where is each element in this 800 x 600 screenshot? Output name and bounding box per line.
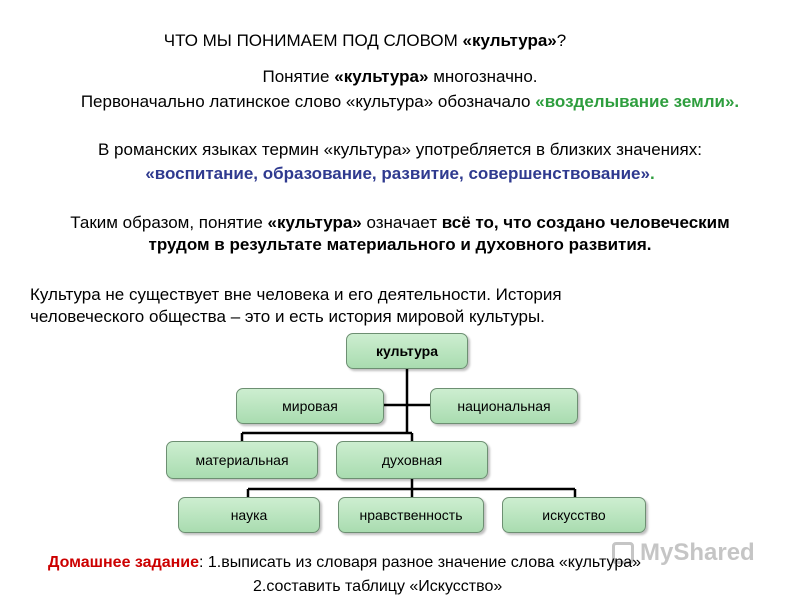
intro-line-1-post: многозначно. [428,67,538,86]
slide-title: ЧТО МЫ ПОНИМАЕМ ПОД СЛОВОМ «культура»? [0,30,730,52]
intro-line-2-pre: Первоначально латинское слово «культура»… [80,92,536,111]
intro-line-1-pre: Понятие [262,67,335,86]
intro-line-4: «воспитание, образование, развитие, сове… [10,163,790,185]
node-art: искусство [502,497,646,533]
intro-line-2: Первоначально латинское слово «культура»… [60,91,760,113]
intro-line-1-bold: «культура» [334,67,429,86]
node-science: наука [178,497,320,533]
title-prefix: ЧТО МЫ ПОНИМАЕМ ПОД СЛОВОМ [163,31,463,50]
intro-line-4-blue: «воспитание, образование, развитие, сове… [145,164,650,183]
definition-paragraph: Таким образом, понятие «культура» означа… [70,212,730,256]
homework-item-1: 1.выписать из словаря разное значение сл… [207,554,642,571]
node-spiritual: духовная [336,441,488,479]
homework-label: Домашнее задание [48,554,200,571]
intro-line-3: В романских языках термин «культура» упо… [98,140,702,159]
watermark-logo-icon [612,542,634,564]
definition-bold-term: «культура» [267,213,362,232]
homework-colon: : [199,554,208,571]
node-morality: нравственность [338,497,484,533]
watermark: MyShared [612,536,782,570]
intro-line-1: Понятие «культура» многозначно. [10,66,790,88]
title-suffix: ? [556,31,567,50]
homework-line-1: Домашнее задание: 1.выписать из словаря … [48,552,800,574]
title-bold-word: «культура» [462,31,557,50]
definition-bold-meaning: всё то, что создано человеческим трудом … [148,213,730,254]
culture-statement: Культура не существует вне человека и ег… [30,285,562,326]
node-material: материальная [166,441,318,479]
homework-line-2: 2.составить таблицу «Искусство» [253,578,503,595]
intro-line-2-green: «возделывание земли». [535,92,740,111]
intro-line-4-post: . [649,164,655,183]
node-world: мировая [236,388,384,424]
definition-mid: означает [361,213,442,232]
node-national: национальная [430,388,578,424]
definition-pre: Таким образом, понятие [70,213,268,232]
node-culture: культура [346,333,468,369]
watermark-text: MyShared [640,539,755,566]
